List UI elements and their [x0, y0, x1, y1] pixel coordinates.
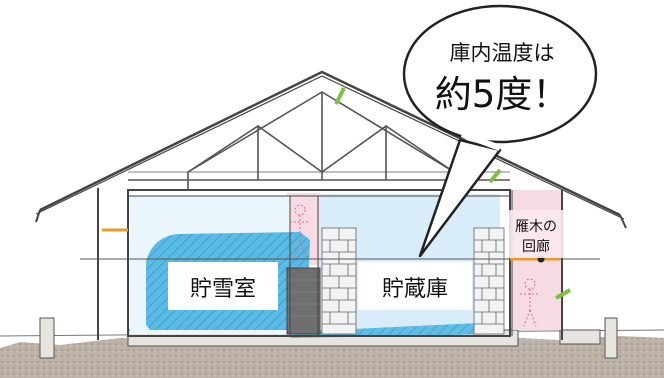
- callout-line1: 庫内温度は: [450, 41, 555, 65]
- person-figure-left: [290, 204, 310, 259]
- airflow-arrows: [334, 87, 571, 300]
- person-figure-corridor: [520, 278, 540, 327]
- storage-label: 貯蔵庫: [382, 277, 448, 302]
- temperature-callout: 庫内温度は 約5度！: [402, 4, 598, 258]
- corridor-label-line2: 回廊: [522, 238, 550, 255]
- brick-pillar-left: [321, 227, 357, 335]
- roof: [35, 70, 627, 229]
- callout-line2: 約5度！: [435, 73, 570, 116]
- brick-pillar-right: [473, 227, 505, 335]
- corridor-label-box: [509, 210, 564, 258]
- corridor-label-line1: 雁木の: [515, 219, 557, 235]
- storage-label-box: [358, 262, 472, 310]
- snow-storage-label: 貯雪室: [190, 277, 256, 302]
- snow-storage-label-box: [168, 262, 278, 310]
- insulated-door: [286, 267, 321, 335]
